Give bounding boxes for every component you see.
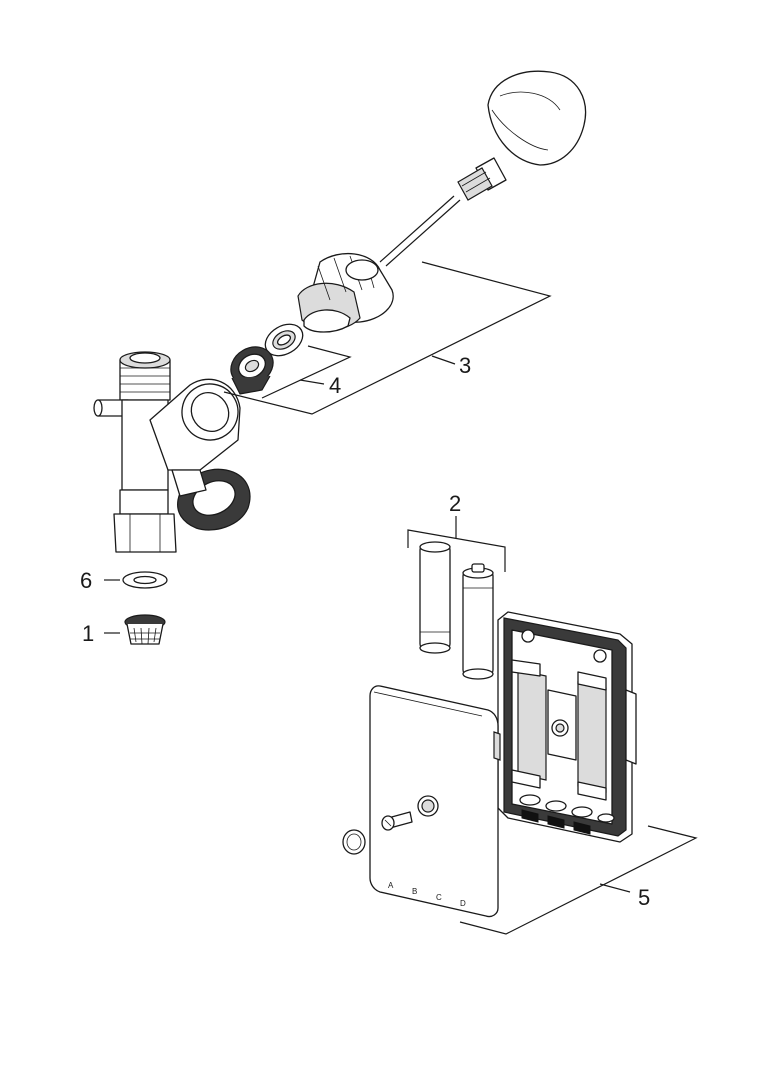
cover-marking-a: A bbox=[388, 881, 394, 890]
callout-6: 6 bbox=[80, 568, 92, 593]
valve-cap bbox=[487, 70, 587, 166]
callout-3: 3 bbox=[459, 353, 471, 378]
leader-3 bbox=[223, 261, 552, 415]
leader-4 bbox=[261, 345, 352, 399]
leader-2 bbox=[407, 516, 506, 572]
plug-cap bbox=[342, 829, 366, 855]
strainer-insert bbox=[230, 346, 274, 395]
front-cover: A B C D bbox=[369, 685, 501, 918]
callout-4: 4 bbox=[329, 373, 341, 398]
leader-5 bbox=[459, 825, 698, 935]
spindle-rod bbox=[379, 157, 507, 267]
fixing-screw bbox=[381, 811, 413, 831]
sealing-washer bbox=[264, 323, 304, 357]
callout-1: 1 bbox=[82, 621, 94, 646]
battery-right bbox=[462, 563, 494, 680]
valve-cartridge bbox=[297, 252, 394, 333]
callout-2: 2 bbox=[449, 491, 461, 516]
electronics-housing bbox=[497, 611, 637, 843]
valve-body bbox=[93, 351, 251, 553]
inlet-filter bbox=[124, 614, 166, 645]
cover-marking-c: C bbox=[436, 893, 442, 902]
cover-marking-b: B bbox=[412, 887, 417, 896]
flat-gasket bbox=[122, 571, 168, 589]
battery-left bbox=[419, 541, 451, 654]
callout-5: 5 bbox=[638, 885, 650, 910]
cover-marking-d: D bbox=[460, 899, 466, 908]
